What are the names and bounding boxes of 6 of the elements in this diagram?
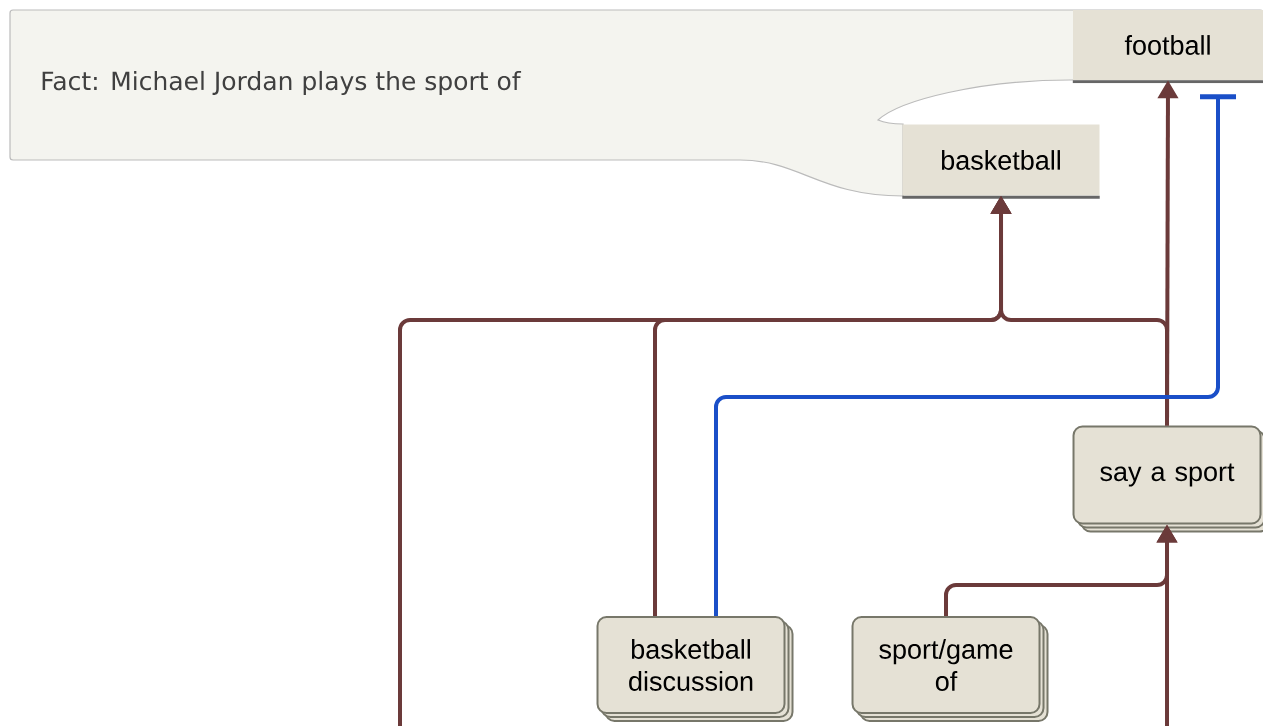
- feature-stack: say a sport: [1072, 425, 1263, 533]
- feature-stack: basketball discussion: [596, 616, 794, 722]
- feature-stack: sport/game of: [851, 616, 1049, 722]
- token-box: football: [1072, 10, 1263, 84]
- token-box: basketball: [902, 124, 1100, 199]
- arrow: [714, 94, 1236, 616]
